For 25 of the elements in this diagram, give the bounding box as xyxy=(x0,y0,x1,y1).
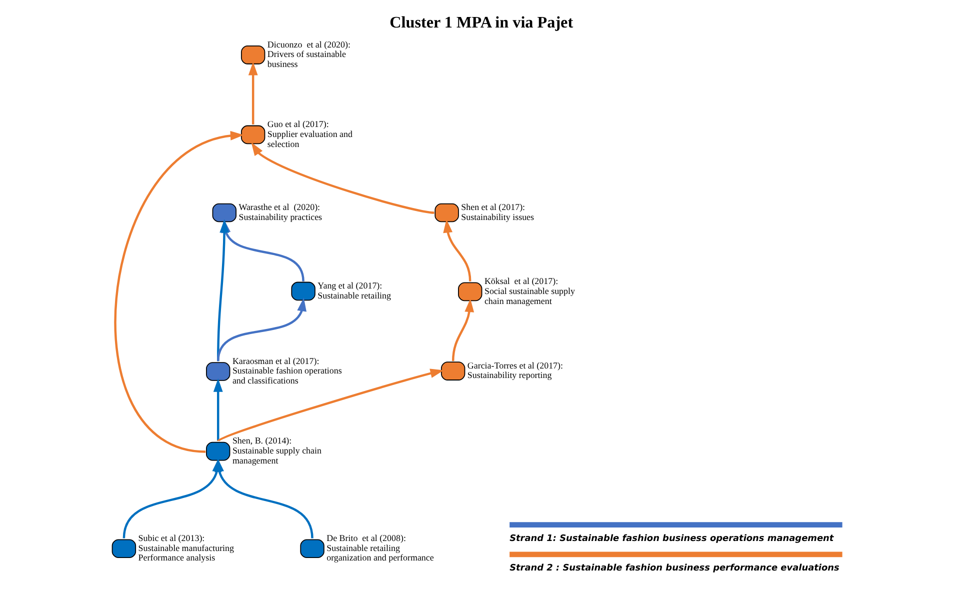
node-label: Sustainable fashion operations and classifications xyxy=(232,366,342,386)
node-label: Köksal et al (2017): xyxy=(484,276,558,286)
node-label: Social sustainable supply chain management xyxy=(484,286,574,306)
node-label: Shen, B. (2014): xyxy=(232,436,292,446)
node-label: Sustainability reporting xyxy=(466,370,552,380)
node-label: Sustainable retailing xyxy=(317,290,391,300)
legend-label: Strand 2 : Sustainable fashion business performance evaluations xyxy=(509,564,839,574)
node-label: Warasthe et al (2020): xyxy=(238,202,320,212)
node-label: Sustainable supply chain management xyxy=(232,446,321,466)
node-label: Drivers of sustainable business xyxy=(266,49,346,70)
node-label: Sustainability practices xyxy=(238,212,322,222)
node-label: De Brito et al (2008): xyxy=(326,532,406,543)
legend-label: Strand 1: Sustainable fashion business operations management xyxy=(509,534,834,544)
node-label: Dicuonzo et al (2020): xyxy=(266,39,350,50)
node-label: Supplier evaluation and selection xyxy=(266,128,352,149)
node-label: Yang et al (2017): xyxy=(317,280,382,291)
node-label: Subic et al (2013): xyxy=(138,532,204,543)
node-label: Garcia-Torres et al (2017): xyxy=(466,360,563,370)
diagram-title: Cluster 1 MPA in via Pajet xyxy=(389,14,573,32)
node-label: Sustainability issues xyxy=(460,212,534,222)
node-label: Shen et al (2017): xyxy=(460,202,525,212)
node-label: Sustainable manufacturing Performance analysis xyxy=(138,542,234,563)
node-label: Guo et al (2017): xyxy=(266,119,328,130)
node-label: Karaosman et al (2017): xyxy=(232,356,319,366)
node-label: Sustainable retailing organization and performance xyxy=(326,542,434,563)
